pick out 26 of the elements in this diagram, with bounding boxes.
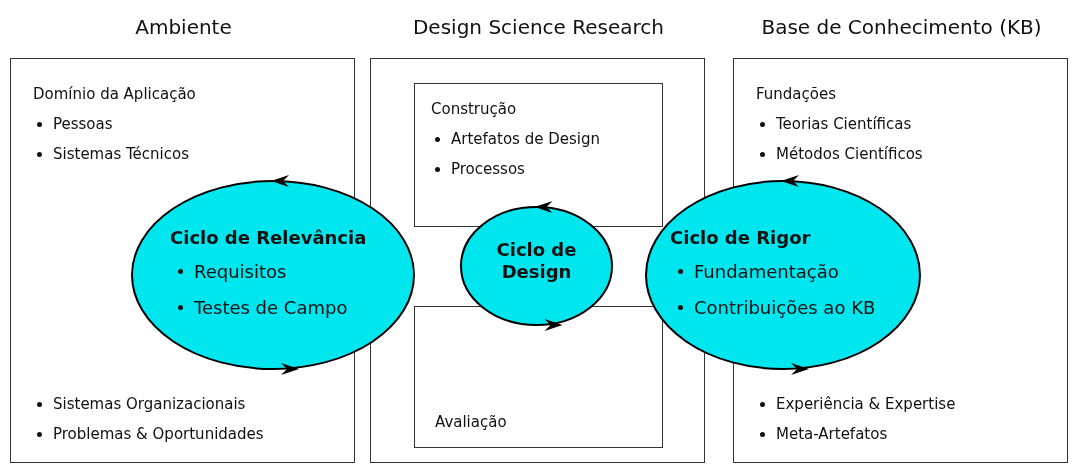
cycle-title: Ciclo de Rigor [670, 227, 811, 249]
list-item: Testes de Campo [174, 297, 348, 319]
subheading: Avaliação [435, 413, 507, 431]
panel-title: Ambiente [134, 15, 233, 39]
list-item: Fundamentação [674, 261, 839, 283]
subheading: Fundações [756, 85, 836, 103]
subheading: Construção [431, 100, 517, 118]
subheading: Domínio da Aplicação [33, 85, 196, 103]
cycle-title: Ciclo de Design [495, 239, 578, 283]
list-item: Métodos Científicos [756, 145, 923, 163]
list-item: Sistemas Organizacionais [33, 395, 246, 413]
list-item: Processos [431, 160, 525, 178]
panel-title: Base de Conhecimento (KB) [760, 15, 1043, 39]
list-item: Problemas & Oportunidades [33, 425, 264, 443]
subsection-box [414, 306, 663, 448]
list-item: Meta-Artefatos [756, 425, 888, 443]
subsection-box [414, 83, 663, 227]
list-item: Sistemas Técnicos [33, 145, 189, 163]
list-item: Contribuições ao KB [674, 297, 876, 319]
list-item: Requisitos [174, 261, 287, 283]
list-item: Teorias Científicas [756, 115, 912, 133]
list-item: Pessoas [33, 115, 113, 133]
cycle-title: Ciclo de Relevância [170, 227, 367, 249]
list-item: Artefatos de Design [431, 130, 600, 148]
list-item: Experiência & Expertise [756, 395, 956, 413]
panel-title: Design Science Research [411, 15, 665, 39]
